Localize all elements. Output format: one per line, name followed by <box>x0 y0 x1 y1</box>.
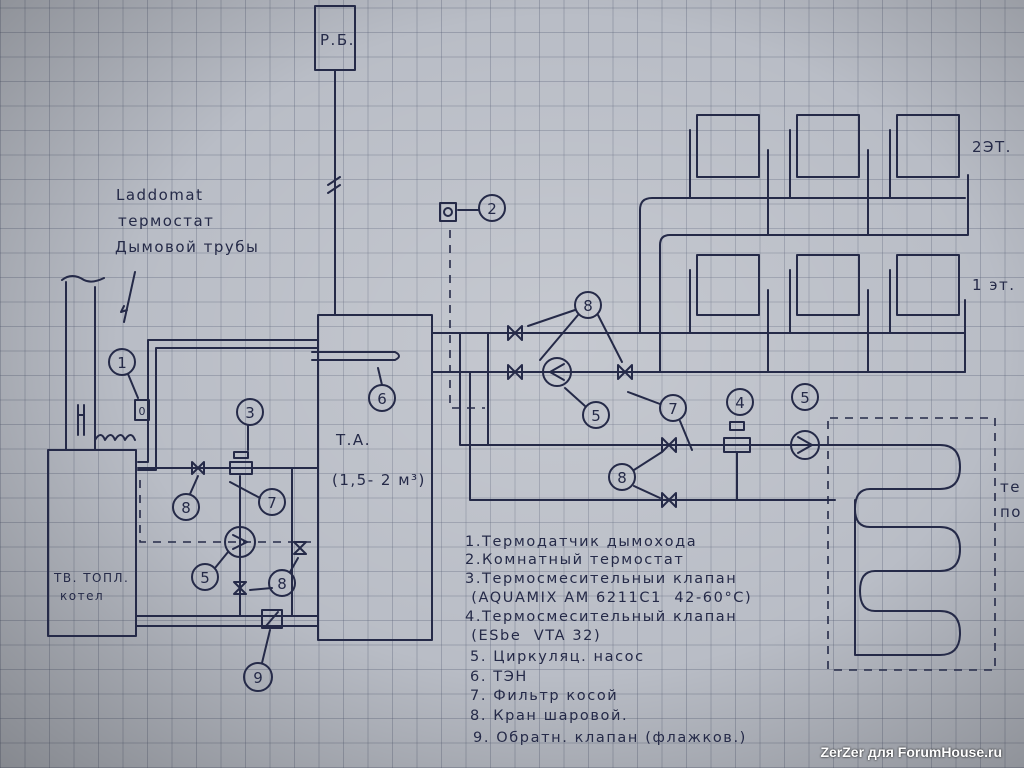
legend-item: 3.Термосмесительныи клапан <box>465 571 737 587</box>
marker-5a: 5 <box>191 551 229 591</box>
svg-text:9: 9 <box>253 669 263 687</box>
solid-fuel-boiler: ТВ. ТОПЛ. котел <box>47 449 137 637</box>
watermark: ZerZer для ForumHouse.ru <box>820 744 1002 760</box>
marker-5c: 5 <box>791 383 819 411</box>
legend-item: 2.Комнатный термостат <box>465 552 684 568</box>
svg-text:1: 1 <box>117 354 127 372</box>
legend-item: 9. Обратн. клапан (флажков.) <box>473 730 747 746</box>
marker-8d: 8 <box>608 451 663 499</box>
floor-1-label: 1 эт. <box>972 276 1016 294</box>
svg-text:8: 8 <box>181 499 191 517</box>
warm-floor-label-2: по <box>1000 503 1022 521</box>
svg-text:6: 6 <box>377 390 387 408</box>
legend-item: 7. Фильтр косой <box>470 688 618 704</box>
svg-text:8: 8 <box>277 575 287 593</box>
chimney-label: Дымовой трубы <box>115 238 259 256</box>
legend-item: 8. Кран шаровой. <box>470 708 628 724</box>
legend-item: (ESbe VTA 32) <box>465 628 601 644</box>
svg-text:7: 7 <box>668 400 678 418</box>
marker-5b: 5 <box>564 387 610 429</box>
buffer-tank: Т.А. (1,5- 2 м³) <box>311 314 433 641</box>
chimney: 0 <box>61 275 150 451</box>
svg-text:3: 3 <box>245 404 255 422</box>
thermostat-label: термостат <box>118 212 214 230</box>
svg-text:5: 5 <box>591 407 601 425</box>
legend-item: 6. ТЭН <box>470 669 528 685</box>
expansion-tank: Р.Б. <box>314 5 356 316</box>
legend-item: 4.Термосмесительный клапан <box>465 609 737 625</box>
tank-label: Т.А. <box>335 431 371 449</box>
expansion-tank-label: Р.Б. <box>320 31 355 49</box>
svg-text:5: 5 <box>200 569 210 587</box>
svg-text:4: 4 <box>735 394 745 412</box>
legend-item: 5. Циркуляц. насос <box>470 649 645 665</box>
radiators <box>639 114 969 373</box>
marker-3: 3 <box>236 398 264 451</box>
marker-6: 6 <box>368 367 396 412</box>
svg-text:5: 5 <box>800 389 810 407</box>
laddomat-label: Laddomat <box>116 186 203 204</box>
marker-7a: 7 <box>229 481 286 516</box>
tank-volume-label: (1,5- 2 м³) <box>332 471 426 489</box>
svg-text:2: 2 <box>487 200 497 218</box>
legend-item: 1.Термодатчик дымохода <box>465 534 697 550</box>
marker-7b: 7 <box>627 391 693 451</box>
legend: 1.Термодатчик дымохода 2.Комнатный термо… <box>465 534 752 746</box>
marker-9: 9 <box>243 629 273 692</box>
marker-4: 4 <box>726 388 754 416</box>
marker-8b: 8 <box>249 557 299 597</box>
marker-2: 2 <box>457 194 506 222</box>
marker-8a: 8 <box>172 475 200 521</box>
sensor-icon: 0 <box>139 405 146 418</box>
floor-2-label: 2ЭТ. <box>972 138 1012 156</box>
legend-item: (AQUAMIX АМ 6211С1 42-60°С) <box>465 590 752 606</box>
marker-8c: 8 <box>527 291 623 363</box>
svg-text:7: 7 <box>267 494 277 512</box>
marker-1: 1 <box>108 348 139 399</box>
boiler-label-2: котел <box>60 589 104 603</box>
svg-text:8: 8 <box>617 469 627 487</box>
svg-text:8: 8 <box>583 297 593 315</box>
boiler-label-1: ТВ. ТОПЛ. <box>53 571 129 585</box>
warm-floor-label-1: те <box>1000 478 1021 496</box>
